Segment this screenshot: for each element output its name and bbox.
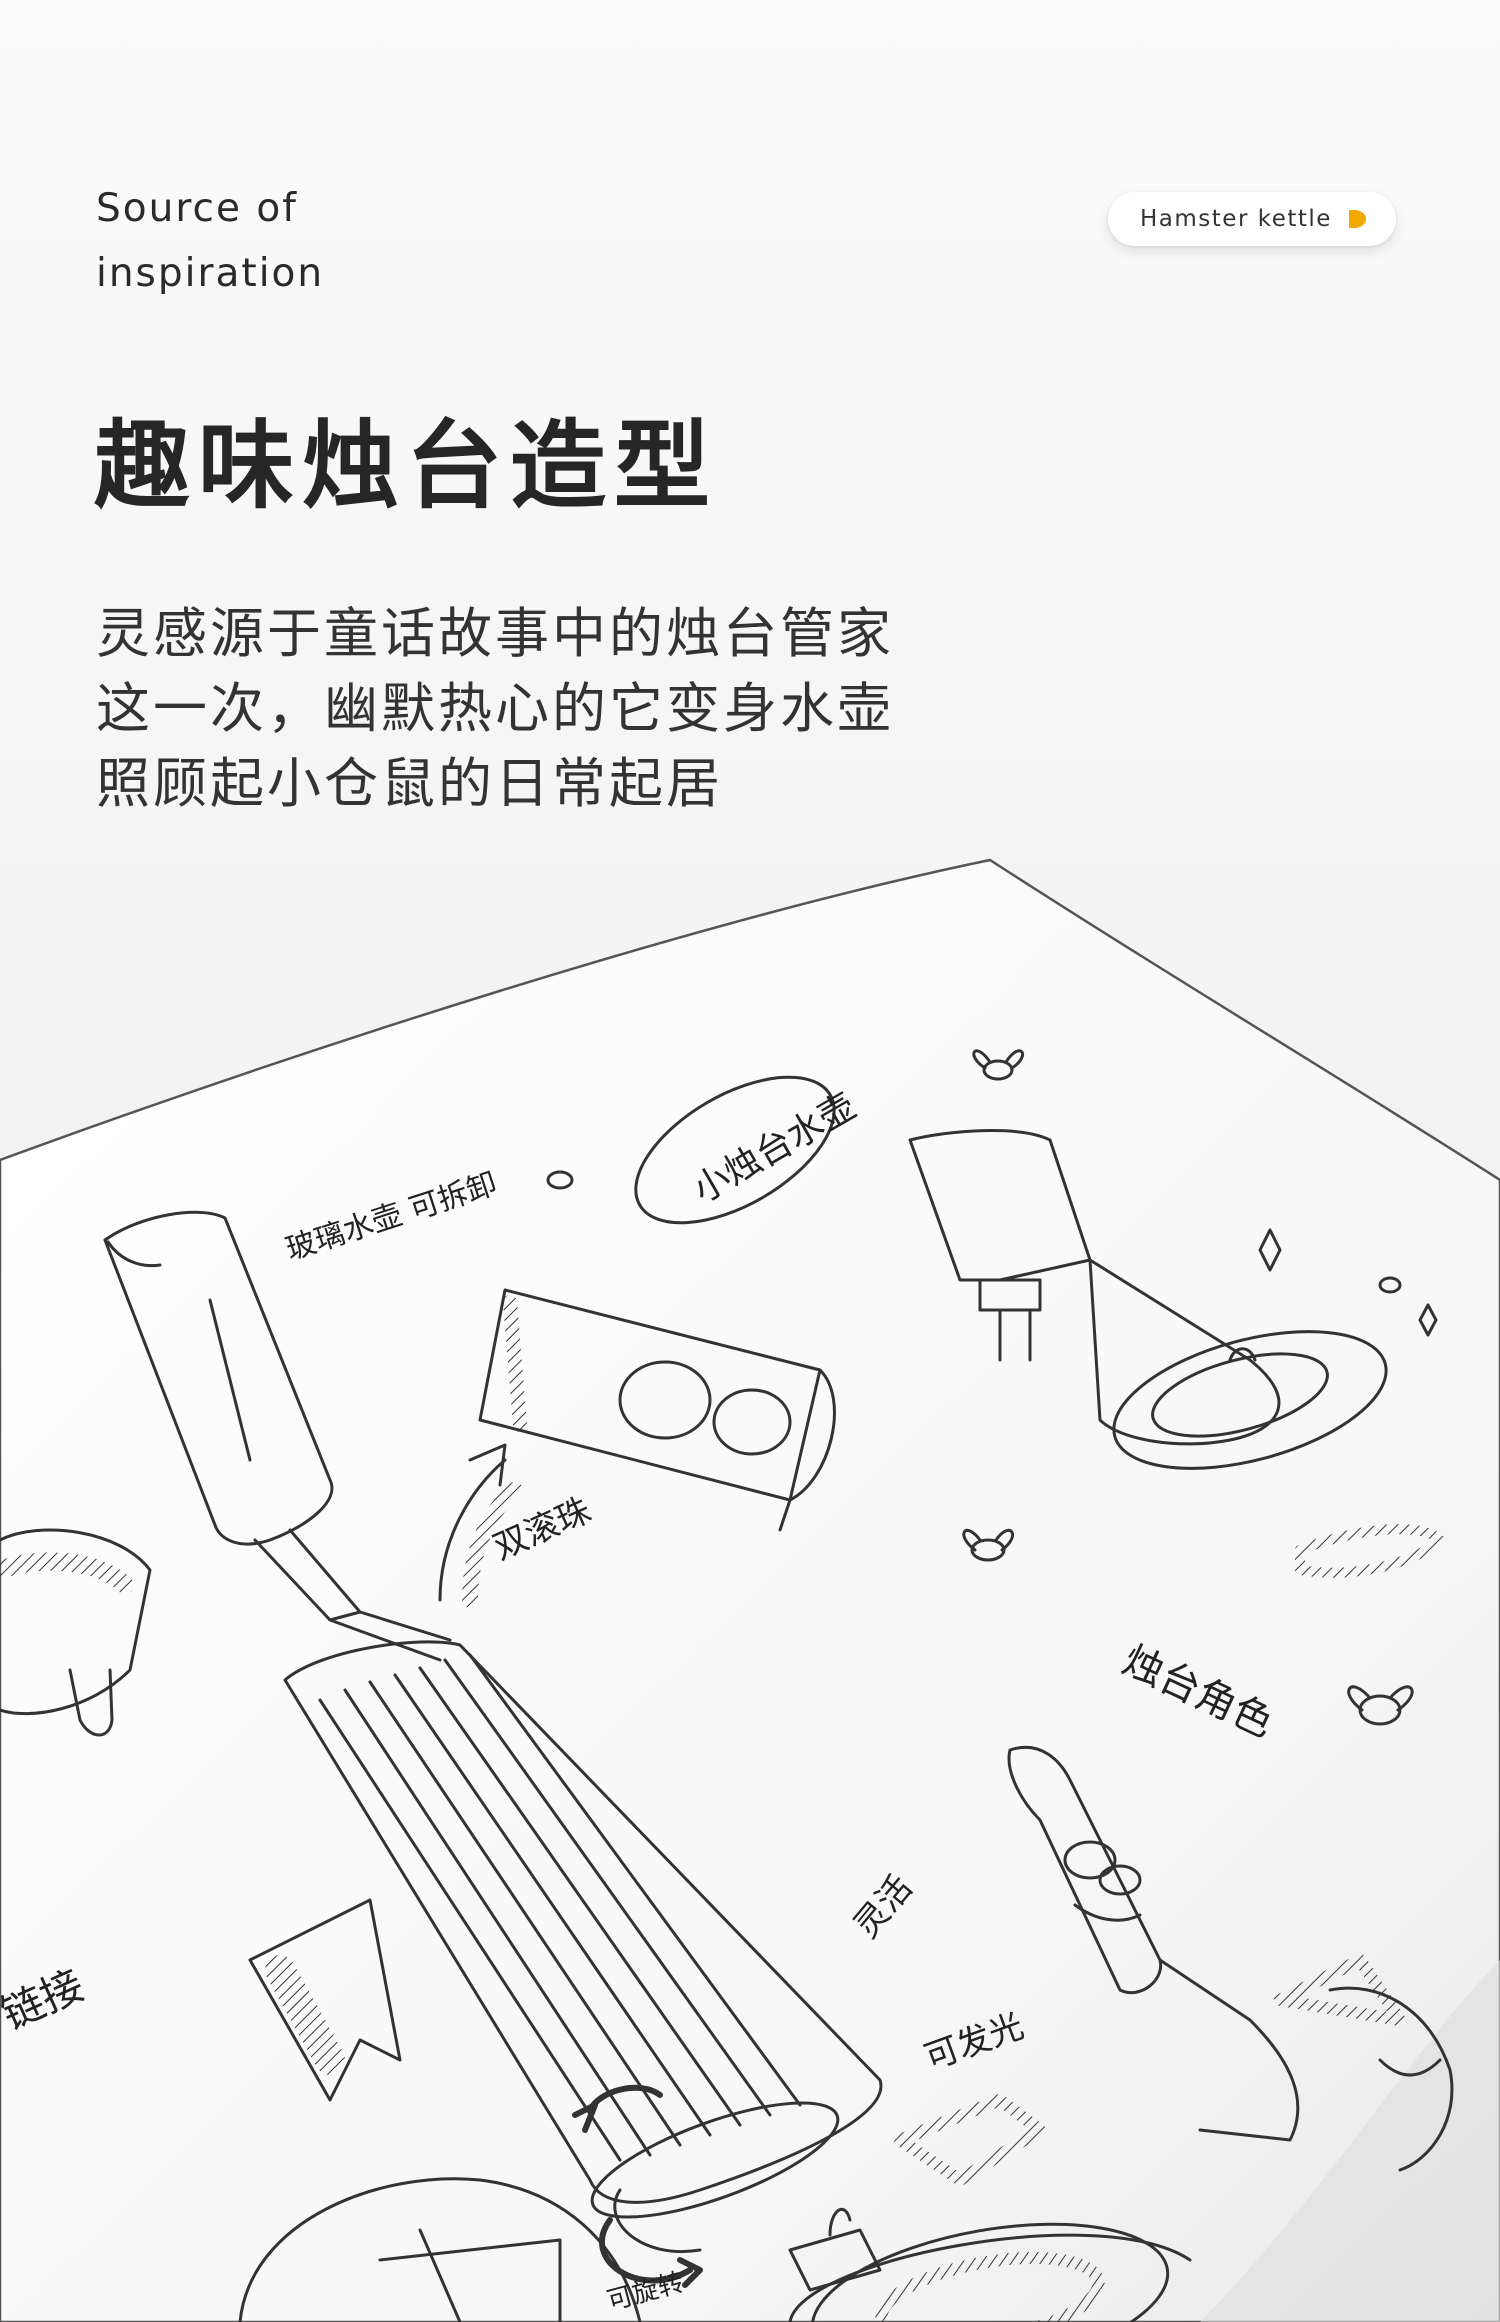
sketch-double-ball <box>478 1288 836 1532</box>
sketch-base-ring <box>0 1528 152 1737</box>
section-label: Source of inspiration <box>96 176 516 306</box>
sketch-bottom-circle <box>238 2177 642 2322</box>
sketch-small-candle <box>788 2094 1046 2292</box>
description: 灵感源于童话故事中的烛台管家 这一次，幽默热心的它变身水壶 照顾起小仓鼠的日常起… <box>96 596 894 821</box>
sketch-illustration: 小烛台水壶 玻璃水壶 可拆卸 双滚珠 链接 灵活 可发光 可旋转 烛台角色 <box>0 858 1500 2322</box>
description-line-3: 照顾起小仓鼠的日常起居 <box>96 752 723 815</box>
play-triangle-icon <box>1348 210 1366 228</box>
section-label-line2: inspiration <box>96 251 325 296</box>
sketch-fireflies <box>546 1049 1438 1726</box>
section-label-line1: Source of <box>96 186 298 231</box>
page-title: 趣味烛台造型 <box>94 410 718 522</box>
sketch-kettle-side <box>908 1129 1445 1578</box>
paper-sheet <box>0 858 1500 2322</box>
sketch-arrow-2 <box>248 1898 402 2102</box>
product-badge: Hamster kettle <box>1108 192 1396 246</box>
product-badge-text: Hamster kettle <box>1140 206 1332 232</box>
sketch-glass-bottle <box>103 1210 452 1662</box>
sketch-ribbed-cylinder <box>283 1640 883 2253</box>
description-line-2: 这一次，幽默热心的它变身水壶 <box>96 677 894 740</box>
description-line-1: 灵感源于童话故事中的烛台管家 <box>96 602 894 665</box>
sketch-bottom-ring <box>788 2222 1192 2322</box>
sketch-candle-character <box>1007 1745 1454 2172</box>
sketch-arrow-1 <box>438 1443 523 1608</box>
